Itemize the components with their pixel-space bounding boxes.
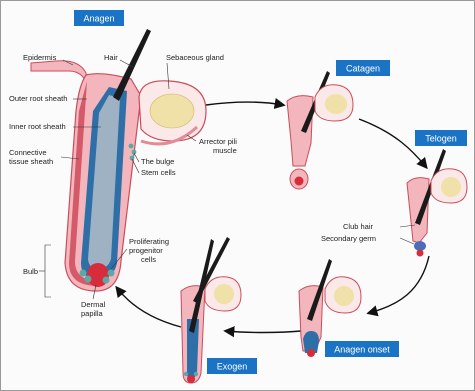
telogen-follicle: [407, 149, 467, 257]
stem-cell: [129, 144, 134, 149]
catagen-sheath: [287, 96, 313, 166]
arrow-onset-to-exogen: [226, 331, 301, 333]
dermal-papilla-label-2: papilla: [81, 309, 104, 318]
catagen-gland-cells: [325, 94, 347, 114]
progenitor-cell: [103, 277, 110, 284]
onset-papilla: [307, 349, 315, 357]
stage-exogen-label: Exogen: [217, 362, 248, 372]
stage-exogen-badge: Exogen: [207, 358, 257, 374]
arrow-telogen-to-onset: [369, 256, 429, 313]
bulge-label: The bulge: [141, 157, 174, 166]
sebaceous-gland-cells: [150, 94, 194, 128]
onset-gland-cells: [334, 286, 354, 306]
stage-telogen-badge: Telogen: [415, 130, 467, 146]
stem-cell: [132, 150, 137, 155]
stage-telogen-label: Telogen: [425, 134, 457, 144]
proliferating-label-1: Proliferating: [129, 237, 169, 246]
arrector-pili-label-2: muscle: [213, 146, 237, 155]
bulb-bracket: [45, 245, 51, 297]
stem-cells-label: Stem cells: [141, 168, 176, 177]
connective-tissue-label-2: tissue sheath: [9, 157, 53, 166]
outer-root-sheath-label: Outer root sheath: [9, 94, 67, 103]
progenitor-cell: [85, 276, 92, 283]
anagen-follicle: [31, 29, 206, 291]
stem-cell: [130, 156, 135, 161]
leader-bulge: [134, 153, 139, 162]
connective-tissue-label-1: Connective: [9, 148, 47, 157]
progenitor-cell: [80, 270, 87, 277]
telogen-sheath: [407, 178, 429, 243]
inner-root-sheath-label: Inner root sheath: [9, 122, 66, 131]
stage-catagen-label: Catagen: [346, 64, 380, 74]
sebaceous-gland-label: Sebaceous gland: [166, 53, 224, 62]
arrow-anagen-to-catagen: [206, 102, 283, 105]
exogen-papilla: [187, 375, 195, 383]
hair-label: Hair: [104, 53, 118, 62]
stage-anagen-onset-badge: Anagen onset: [325, 341, 399, 357]
leader-secondary-germ: [400, 238, 414, 244]
catagen-follicle: [287, 71, 353, 189]
proliferating-label-2: progenitor: [129, 246, 163, 255]
exogen-progenitor: [194, 372, 198, 376]
telogen-gland-cells: [441, 177, 461, 197]
secondary-germ-label: Secondary germ: [321, 234, 376, 243]
arrector-pili-label-1: Arrector pili: [199, 137, 237, 146]
exogen-gland-cells: [214, 284, 234, 304]
stage-catagen-badge: Catagen: [336, 60, 390, 76]
stage-anagen-badge: Anagen: [74, 10, 124, 26]
stage-anagen-onset-label: Anagen onset: [334, 345, 390, 355]
catagen-papilla-core: [295, 177, 304, 186]
epidermis-label: Epidermis: [23, 53, 57, 62]
stage-anagen-label: Anagen: [83, 14, 114, 24]
arrow-exogen-to-anagen: [117, 288, 181, 327]
club-hair-label: Club hair: [343, 222, 374, 231]
dermal-papilla-label-1: Dermal: [81, 300, 106, 309]
proliferating-label-3: cells: [141, 255, 156, 264]
progenitor-cell: [108, 270, 115, 277]
exogen-progenitor: [184, 372, 188, 376]
telogen-papilla: [417, 250, 424, 257]
bulb-label: Bulb: [23, 267, 38, 276]
